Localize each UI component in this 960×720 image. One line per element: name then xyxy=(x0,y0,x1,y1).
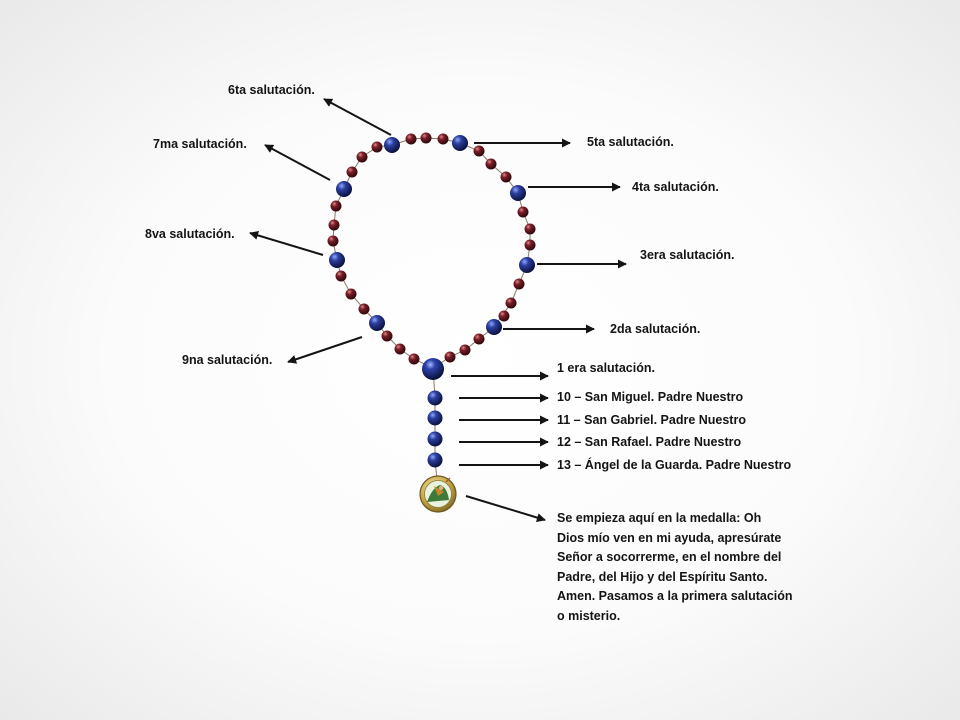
arrow-6 xyxy=(323,98,392,136)
bead-red xyxy=(524,223,536,235)
bead-red xyxy=(408,353,420,365)
prayer-line: Amen. Pasamos a la primera salutación xyxy=(557,589,793,603)
prayer-line: Padre, del Hijo y del Espíritu Santo. xyxy=(557,569,768,584)
label-bead-10: 10 – San Miguel. Padre Nuestro xyxy=(557,390,744,404)
label-8va-salutacion: 8va salutación. xyxy=(145,227,235,241)
label-9na-salutacion: 9na salutación. xyxy=(182,353,273,367)
medal-prayer-text: Se empieza aquí en la medalla: Oh Dios m… xyxy=(557,509,857,626)
prayer-line: Se empieza aquí en la medalla: Oh xyxy=(557,511,762,525)
label-4ta-salutacion: 4ta salutación. xyxy=(632,180,719,194)
bead-red xyxy=(346,166,358,178)
bead-red xyxy=(517,206,529,218)
bead-red xyxy=(330,200,342,212)
label-bead-12: 12 – San Rafael. Padre Nuestro xyxy=(557,435,742,449)
bead-red xyxy=(335,270,347,282)
bead-blue xyxy=(519,257,535,273)
arrow-9 xyxy=(287,336,363,364)
bead-red xyxy=(356,151,368,163)
bead-red xyxy=(394,343,406,355)
bead-blue xyxy=(452,135,468,151)
label-bead-13: 13 – Ángel de la Guarda. Padre Nuestro xyxy=(557,458,792,472)
bead-blue xyxy=(510,185,526,201)
bead-red xyxy=(459,344,471,356)
bead-red xyxy=(498,310,510,322)
prayer-line: Dios mío ven en mi ayuda, apresúrate xyxy=(557,530,782,545)
arrow-7 xyxy=(264,144,331,181)
label-3era-salutacion: 3era salutación. xyxy=(640,248,735,262)
bead-red xyxy=(327,235,339,247)
bead-red xyxy=(405,133,417,145)
bead-blue xyxy=(427,410,443,426)
bead-blue xyxy=(384,137,400,153)
bead-red xyxy=(345,288,357,300)
bead-blue xyxy=(427,431,443,447)
bead-red xyxy=(485,158,497,170)
prayer-line: o misterio. xyxy=(557,608,621,623)
medal-icon xyxy=(419,475,457,513)
label-2da-salutacion: 2da salutación. xyxy=(610,322,701,336)
bead-red xyxy=(381,330,393,342)
bead-red xyxy=(513,278,525,290)
prayer-line: Señor a socorrerme, en el nombre del xyxy=(557,550,782,564)
pointer-arrows xyxy=(249,98,627,522)
rosary-loop xyxy=(327,132,536,365)
label-1era-salutacion: 1 era salutación. xyxy=(557,361,655,375)
bead-red xyxy=(505,297,517,309)
bead-red xyxy=(420,132,432,144)
label-5ta-salutacion: 5ta salutación. xyxy=(587,135,674,149)
bead-red xyxy=(437,133,449,145)
arrow-8 xyxy=(249,231,324,256)
bead-red xyxy=(500,171,512,183)
bead-blue xyxy=(329,252,345,268)
center-bead xyxy=(422,358,444,380)
bead-red xyxy=(444,351,456,363)
bead-red xyxy=(328,219,340,231)
label-bead-11: 11 – San Gabriel. Padre Nuestro xyxy=(557,413,746,427)
label-6ta-salutacion: 6ta salutación. xyxy=(228,83,315,97)
bead-blue xyxy=(336,181,352,197)
bead-blue xyxy=(369,315,385,331)
bead-blue xyxy=(486,319,502,335)
bead-blue xyxy=(427,452,443,468)
pendant-beads xyxy=(427,390,443,468)
arrow-medal xyxy=(465,495,546,522)
bead-red xyxy=(473,333,485,345)
bead-red xyxy=(473,145,485,157)
bead-blue xyxy=(427,390,443,406)
bead-red xyxy=(524,239,536,251)
label-7ma-salutacion: 7ma salutación. xyxy=(153,137,247,151)
bead-red xyxy=(358,303,370,315)
bead-red xyxy=(371,141,383,153)
